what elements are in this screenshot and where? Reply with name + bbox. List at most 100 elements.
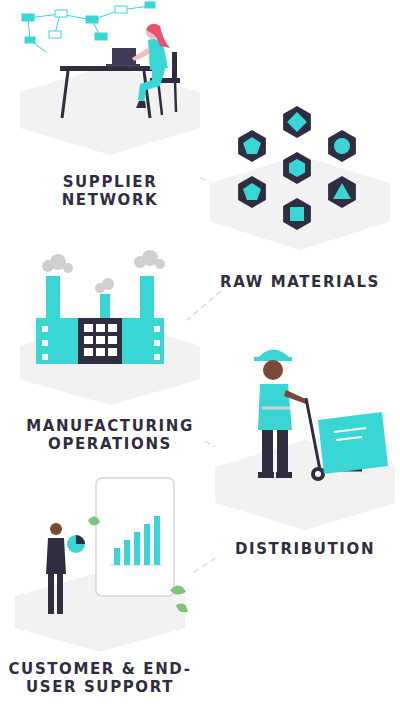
dashed-connector [187,291,221,320]
factory-part-part [154,340,160,346]
factory-part [63,263,73,273]
factory-part [102,278,114,290]
material-hexagons-part [283,152,311,184]
desk-worker-part [146,25,160,39]
material-hexagons-part [287,112,307,132]
analytics-tablet [46,478,188,614]
desk-worker-part [106,64,140,67]
analytics-tablet-part [48,574,54,614]
material-hexagons-part [283,106,311,138]
analytics-tablet-part [144,524,150,565]
network-sketch-part [92,10,120,20]
material-hexagons-part [334,138,350,154]
network-sketch-part [55,10,67,17]
factory-part [46,276,60,364]
network-sketch-part [30,40,46,52]
hexagon-platform [15,320,205,405]
desk-worker-part [62,71,68,118]
hexagon-shape [20,320,200,405]
analytics-tablet-part [176,604,188,613]
material-hexagons-part [243,183,261,200]
desk-worker-part [146,24,170,48]
delivery-worker-part [256,349,290,360]
dashed-connector [200,178,210,183]
delivery-worker-part [334,428,366,432]
desk-worker-part [148,39,168,70]
delivery-worker-part [258,384,292,430]
hexagon-shape [15,572,185,652]
delivery-worker-part [284,390,308,404]
material-hexagons-part [238,176,266,208]
factory-part [78,318,122,364]
delivery-worker-part [262,430,273,474]
material-hexagons-part [289,159,305,177]
network-sketch-part [115,6,127,13]
factory-part-part [84,348,93,356]
delivery-worker-part [306,398,320,470]
factory-part-part [108,348,117,356]
desk-worker-part [144,71,150,118]
material-hexagons [238,106,356,230]
material-hexagons-part [328,176,356,208]
desk-worker-part [172,52,177,82]
factory-part-part [42,326,48,332]
stage-node: MANUFACTURING OPERATIONS [15,320,205,453]
material-hexagons-part [243,137,261,154]
network-sketch-part [60,14,92,20]
stage-node: RAW MATERIALS [210,155,390,291]
desk-worker-part [150,78,180,83]
stage-label: SUPPLIER NETWORK [20,173,200,209]
factory-part-part [96,348,105,356]
factory-part-part [108,336,117,344]
factory-part [95,283,105,293]
delivery-worker-part [311,467,325,481]
network-sketch-part [95,33,107,40]
factory-part [140,276,154,364]
network-sketch-part [92,20,100,36]
hexagon-platform [210,155,390,250]
desk-worker-part [158,80,162,115]
delivery-worker-part [254,357,292,361]
factory-part-part [42,340,48,346]
delivery-worker-part [336,437,362,440]
stage-label: CUSTOMER & END-USER SUPPORT [0,660,200,696]
analytics-tablet-part [134,532,140,565]
analytics-tablet-part [154,516,160,565]
factory-part-part [154,326,160,332]
desk-worker [60,24,180,118]
factory-part [142,250,158,266]
delivery-worker-part [276,472,292,478]
desk-worker-part [138,62,166,102]
stage-label: RAW MATERIALS [210,273,390,291]
analytics-tablet-part [110,565,162,566]
factory-part [134,256,146,268]
dashed-connector [194,558,215,572]
hexagon-shape [20,65,200,155]
material-hexagons-part [290,207,304,221]
material-hexagons-part [328,130,356,162]
analytics-tablet-part [46,538,66,574]
factory-part [155,259,165,269]
factory-part [42,260,54,272]
factory-part [100,294,110,324]
factory-part-part [154,354,160,360]
label-group: RAW MATERIALS [210,273,390,291]
factory-part [120,318,164,364]
stage-label: MANUFACTURING OPERATIONS [15,417,205,453]
factory-part-part [84,324,93,332]
desk-worker-part [175,80,176,112]
desk-worker-part [60,66,152,71]
factory-part [42,324,160,360]
network-sketch-part [55,14,60,34]
dashed-connector [205,441,215,447]
label-group: SUPPLIER NETWORK [20,173,200,209]
factory-part-part [84,336,93,344]
analytics-tablet-part [57,574,63,614]
hexagon-shape [210,155,390,250]
factory-part-part [108,324,117,332]
factory-part-part [42,354,48,360]
factory [36,250,165,364]
factory-part [36,318,80,364]
label-group: CUSTOMER & END-USER SUPPORT [0,660,200,696]
